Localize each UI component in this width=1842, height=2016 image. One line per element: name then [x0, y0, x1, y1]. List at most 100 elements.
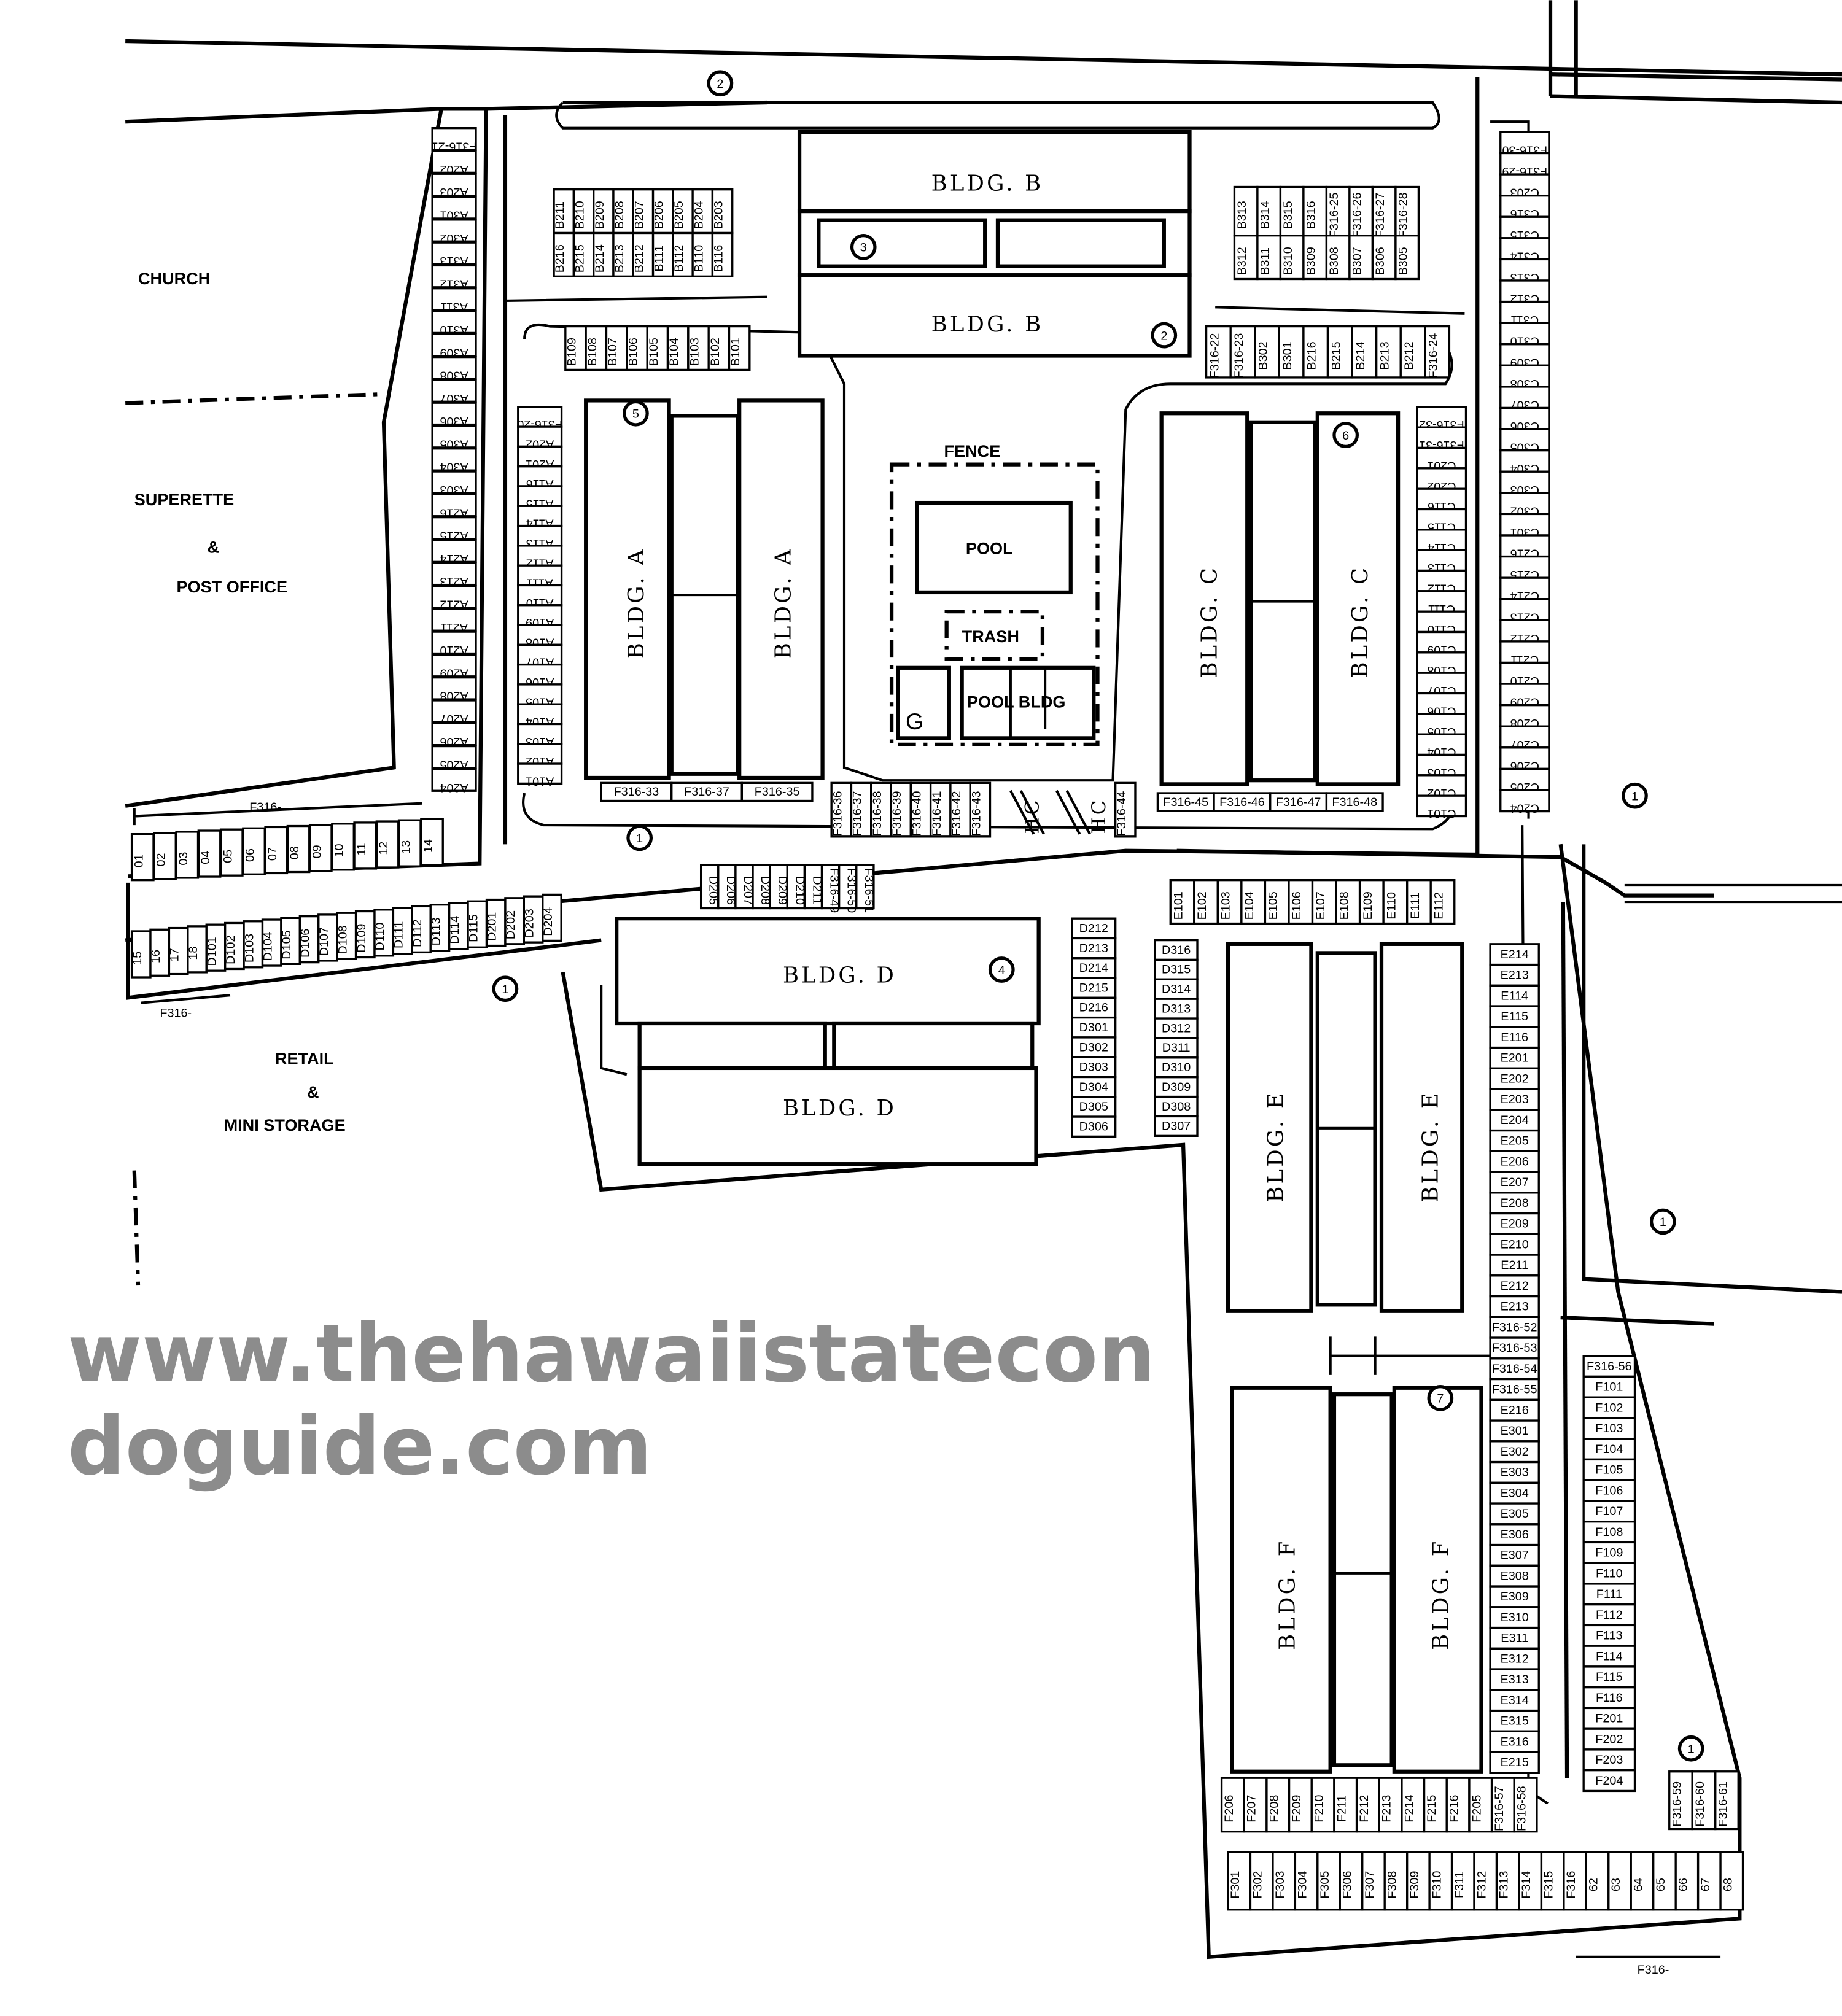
stall-number: A309 — [440, 346, 468, 359]
stall-number: 12 — [377, 842, 391, 855]
stall-number: D210 — [793, 876, 806, 905]
parking-stall: E205 — [1489, 1129, 1540, 1152]
stall-number: B112 — [672, 245, 686, 273]
parking-stall: E111 — [1406, 879, 1432, 925]
stall-number: A310 — [440, 323, 468, 336]
parking-stall: E106 — [1288, 879, 1314, 925]
stall-number: F316-58 — [1515, 1786, 1529, 1831]
parking-stall: A302 — [431, 219, 477, 245]
parking-stall: F316-55 — [1489, 1378, 1540, 1401]
stall-number: F110 — [1596, 1567, 1623, 1580]
marker-number: 1 — [636, 832, 643, 845]
stall-number: B307 — [1351, 247, 1364, 275]
stall-number: E311 — [1501, 1632, 1528, 1645]
stall-number: 18 — [187, 947, 200, 960]
stall-number: F316-49 — [828, 867, 841, 913]
stall-number: B209 — [593, 201, 607, 229]
parking-stall: F104 — [1582, 1438, 1636, 1461]
stall-number: F316 — [1564, 1871, 1578, 1899]
parking-stall: F310 — [1428, 1851, 1453, 1911]
stall-number: E214 — [1501, 948, 1529, 961]
parking-stall: E115 — [1489, 1005, 1540, 1028]
parking-stall: F203 — [1582, 1748, 1636, 1772]
stall-number: A207 — [440, 712, 468, 726]
stall-number: 62 — [1587, 1878, 1601, 1891]
parking-stall: F209 — [1288, 1777, 1313, 1833]
parking-stall: A215 — [431, 516, 477, 543]
stall-number: D211 — [810, 876, 823, 904]
parking-stall: A311 — [431, 287, 477, 314]
parking-stall: F309 — [1406, 1851, 1431, 1911]
parking-stall: E316 — [1489, 1730, 1540, 1753]
stall-number: E107 — [1314, 891, 1327, 920]
marker-number: 2 — [1160, 329, 1167, 343]
stall-number: C101 — [1427, 807, 1456, 820]
parking-stall: D304 — [1071, 1076, 1117, 1098]
parking-stall: 04 — [197, 829, 222, 878]
parking-stall: D213 — [1071, 937, 1117, 960]
trash-label: TRASH — [962, 627, 1019, 646]
parking-stall: B301 — [1278, 325, 1305, 379]
stall-number: A304 — [440, 460, 468, 474]
stall-number: F303 — [1273, 1871, 1287, 1899]
stall-number: F316-33 — [614, 785, 659, 799]
stall-number: E213 — [1501, 1300, 1529, 1314]
stall-number: 06 — [244, 848, 257, 862]
stall-number: F316-61 — [1717, 1781, 1730, 1827]
stall-number: A203 — [440, 185, 468, 199]
parking-stall: 15 — [131, 930, 152, 979]
stall-number: B216 — [1305, 341, 1319, 370]
parking-stall: D107 — [317, 913, 338, 962]
stall-number: D302 — [1079, 1041, 1108, 1054]
stall-number: F316-36 — [831, 791, 844, 836]
parking-stall: B101 — [728, 325, 751, 371]
stall-number: 67 — [1699, 1878, 1712, 1891]
parking-stall: B213 — [612, 231, 634, 277]
stall-number: D106 — [299, 929, 313, 958]
stall-number: E313 — [1501, 1673, 1529, 1686]
stall-number: B111 — [653, 246, 666, 272]
parking-stall: 13 — [397, 819, 422, 867]
parking-stall: A211 — [431, 608, 477, 634]
stall-number: B207 — [632, 201, 646, 229]
parking-stall: F315 — [1540, 1851, 1565, 1911]
stall-number: E213 — [1501, 969, 1529, 982]
parking-stall: B102 — [707, 325, 731, 371]
parking-stall: D209 — [769, 864, 789, 910]
parking-stall: 10 — [331, 823, 355, 871]
parking-stall: 01 — [130, 833, 155, 882]
parking-stall: D111 — [392, 907, 413, 955]
stall-number: E109 — [1361, 891, 1375, 920]
parking-stall: 66 — [1674, 1851, 1700, 1911]
parking-stall: A209 — [431, 653, 477, 680]
parking-stall: D113 — [429, 904, 451, 952]
parking-stall: B112 — [672, 231, 694, 277]
stall-number: B211 — [553, 201, 567, 229]
parking-stall: D208 — [752, 864, 772, 910]
stall-number: E314 — [1501, 1694, 1529, 1707]
stall-number: F316-43 — [970, 791, 983, 836]
stall-number: E316 — [1501, 1735, 1529, 1748]
f316-extent-markers: F316- F316- F316- — [133, 801, 1721, 1977]
stall-number: F316-28 — [1397, 192, 1410, 238]
stall-number: F314 — [1520, 1871, 1533, 1899]
parking-stall: F304 — [1294, 1851, 1319, 1911]
stall-number: D103 — [243, 934, 256, 963]
parking-stall: 02 — [153, 832, 177, 880]
parking-stall: F204 — [1582, 1769, 1636, 1793]
stall-number: E302 — [1501, 1445, 1529, 1459]
parking-stall: A202 — [431, 150, 477, 176]
stall-number: F316-42 — [950, 791, 963, 836]
stall-number: B109 — [565, 338, 579, 366]
building-a: BLDG. A BLDG. A — [584, 398, 825, 780]
stall-number: F316-37 — [684, 785, 729, 799]
parking-stall: D312 — [1154, 1017, 1199, 1039]
parking-stall: B211 — [553, 188, 575, 235]
stall-number: D201 — [486, 912, 499, 941]
marker-number: 4 — [998, 964, 1005, 977]
parking-stall: B312 — [1233, 235, 1259, 281]
stall-number: E304 — [1501, 1486, 1529, 1500]
parking-stall: B215 — [1326, 325, 1353, 379]
stall-number: E207 — [1501, 1176, 1529, 1189]
stall-number: E103 — [1219, 891, 1233, 920]
